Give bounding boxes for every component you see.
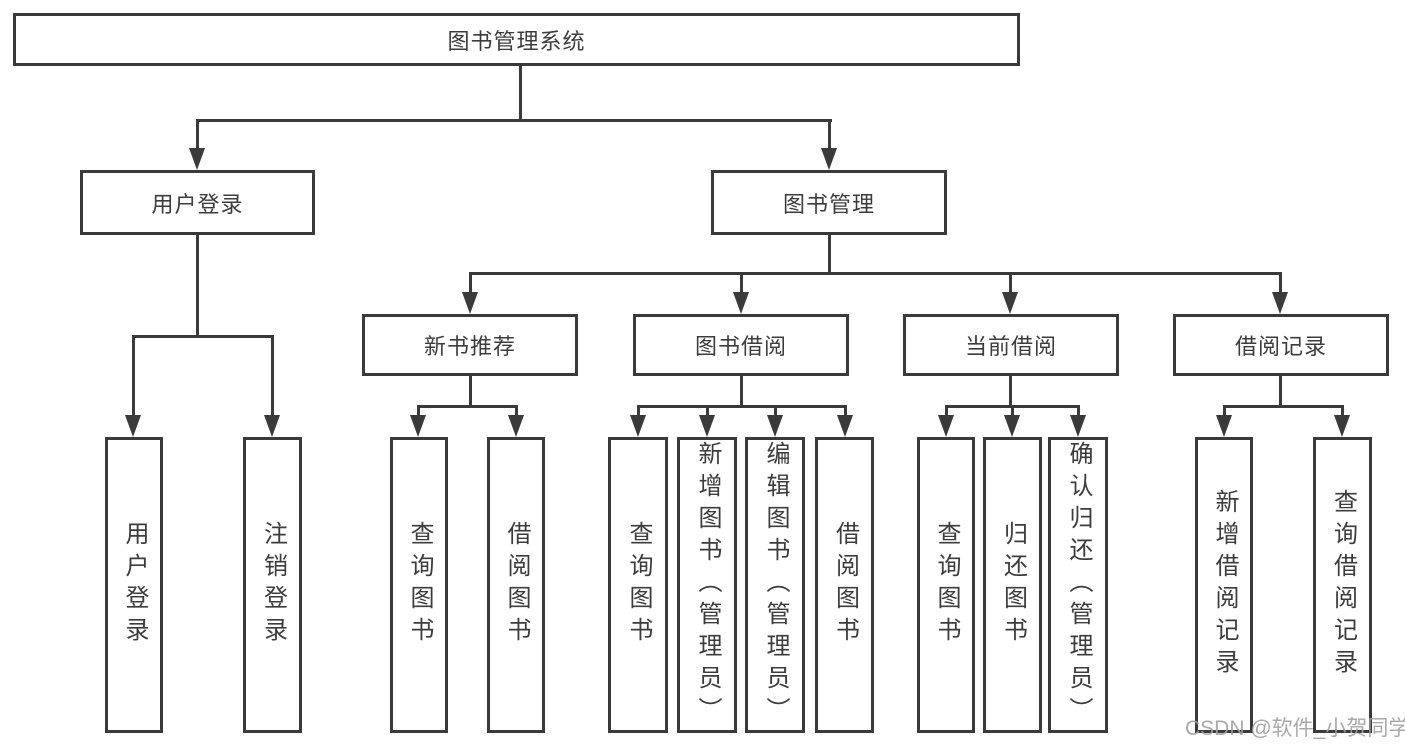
arrow-down-icon [699,415,715,437]
node-label: 用户登录 [151,191,244,217]
arrow-down-icon [1002,292,1018,314]
node-label: 图书借阅 [694,334,787,359]
connector-vline [1077,405,1080,417]
arrow-down-icon [1334,415,1350,437]
connector-vline [271,335,274,415]
connector-vline [1279,376,1282,405]
connector-vline [515,405,518,417]
connector-vline [828,119,831,150]
connector-vline [706,405,709,417]
connector-vline [469,272,472,294]
arrow-down-icon [1004,415,1020,437]
connector-hline [637,405,847,408]
connector-vline [740,272,743,294]
connector-vline [774,405,777,417]
node-label: 查询图书 [625,521,652,649]
node-current-borrowing: 当前借阅 [903,314,1119,376]
node-label: 查询借阅记录 [1329,489,1357,681]
node-label: 借阅图书 [831,521,859,649]
connector-vline [132,335,135,415]
arrow-down-icon [1070,415,1086,437]
arrow-down-icon [821,148,837,170]
arrow-down-icon [938,415,954,437]
connector-vline [417,405,420,417]
node-label: 查询图书 [406,521,433,649]
connector-vline [945,405,948,417]
connector-vline [196,119,199,150]
arrow-down-icon [264,415,280,437]
connector-vline [196,235,199,335]
node-leaf-add-borrow-record: 新增借阅记录 [1195,437,1253,733]
node-root-library-system: 图书管理系统 [13,13,1020,66]
node-leaf-query-borrow-record: 查询借阅记录 [1313,437,1372,733]
node-label: 当前借阅 [964,334,1057,359]
node-leaf-return-books: 归还图书 [983,437,1042,733]
node-label: 编辑图书（管理员） [762,441,789,729]
connector-vline [637,405,640,417]
node-label: 注销登录 [259,521,287,649]
connector-vline [740,376,743,405]
node-book-management: 图书管理 [711,170,947,235]
arrow-down-icon [125,415,141,437]
csdn-watermark: CSDN @软件_小贺同学 [1185,717,1405,740]
connector-vline [469,376,472,405]
arrow-down-icon [410,415,426,437]
node-leaf-borrow-books: 借阅图书 [815,437,874,733]
arrow-down-icon [508,415,524,437]
connector-hline [196,119,832,122]
arrow-down-icon [1216,415,1232,437]
arrow-down-icon [630,415,646,437]
arrow-down-icon [462,292,478,314]
connector-vline [1223,405,1226,417]
connector-vline [828,235,831,272]
node-label: 新增图书（管理员） [694,441,721,729]
node-leaf-confirm-return-admin: 确认归还（管理员） [1048,437,1108,733]
node-label: 借阅图书 [503,521,530,649]
node-leaf-query-books-borrowing: 查询图书 [608,437,668,733]
connector-vline [1009,376,1012,405]
node-leaf-edit-books-admin: 编辑图书（管理员） [745,437,805,733]
connector-hline [132,335,274,338]
node-label: 图书管理系统 [447,28,586,54]
node-label: 确认归还（管理员） [1065,441,1092,729]
node-leaf-query-books-current: 查询图书 [917,437,975,733]
connector-vline [1279,272,1282,294]
node-label: 新书推荐 [423,334,516,359]
node-label: 查询图书 [933,521,960,649]
connector-hline [469,272,1282,275]
node-book-borrowing: 图书借阅 [633,314,849,376]
connector-vline [1341,405,1344,417]
arrow-down-icon [733,292,749,314]
node-borrowing-records: 借阅记录 [1173,314,1389,376]
node-label: 用户登录 [121,521,148,649]
connector-vline [519,66,522,119]
node-leaf-query-books-recommend: 查询图书 [390,437,448,733]
node-leaf-user-login: 用户登录 [105,437,163,733]
arrow-down-icon [1272,292,1288,314]
connector-vline [1011,405,1014,417]
arrow-down-icon [189,148,205,170]
arrow-down-icon [837,415,853,437]
node-leaf-logout: 注销登录 [243,437,302,733]
node-new-book-recommend: 新书推荐 [362,314,578,376]
node-label: 新增借阅记录 [1211,489,1238,681]
node-leaf-add-books-admin: 新增图书（管理员） [677,437,737,733]
connector-hline [417,405,518,408]
node-label: 归还图书 [999,521,1027,649]
node-label: 借阅记录 [1234,334,1327,359]
connector-vline [1009,272,1012,294]
node-leaf-borrow-books-recommend: 借阅图书 [487,437,545,733]
connector-hline [1223,405,1344,408]
node-user-login: 用户登录 [80,170,315,235]
node-label: 图书管理 [782,191,875,217]
arrow-down-icon [767,415,783,437]
connector-vline [844,405,847,417]
